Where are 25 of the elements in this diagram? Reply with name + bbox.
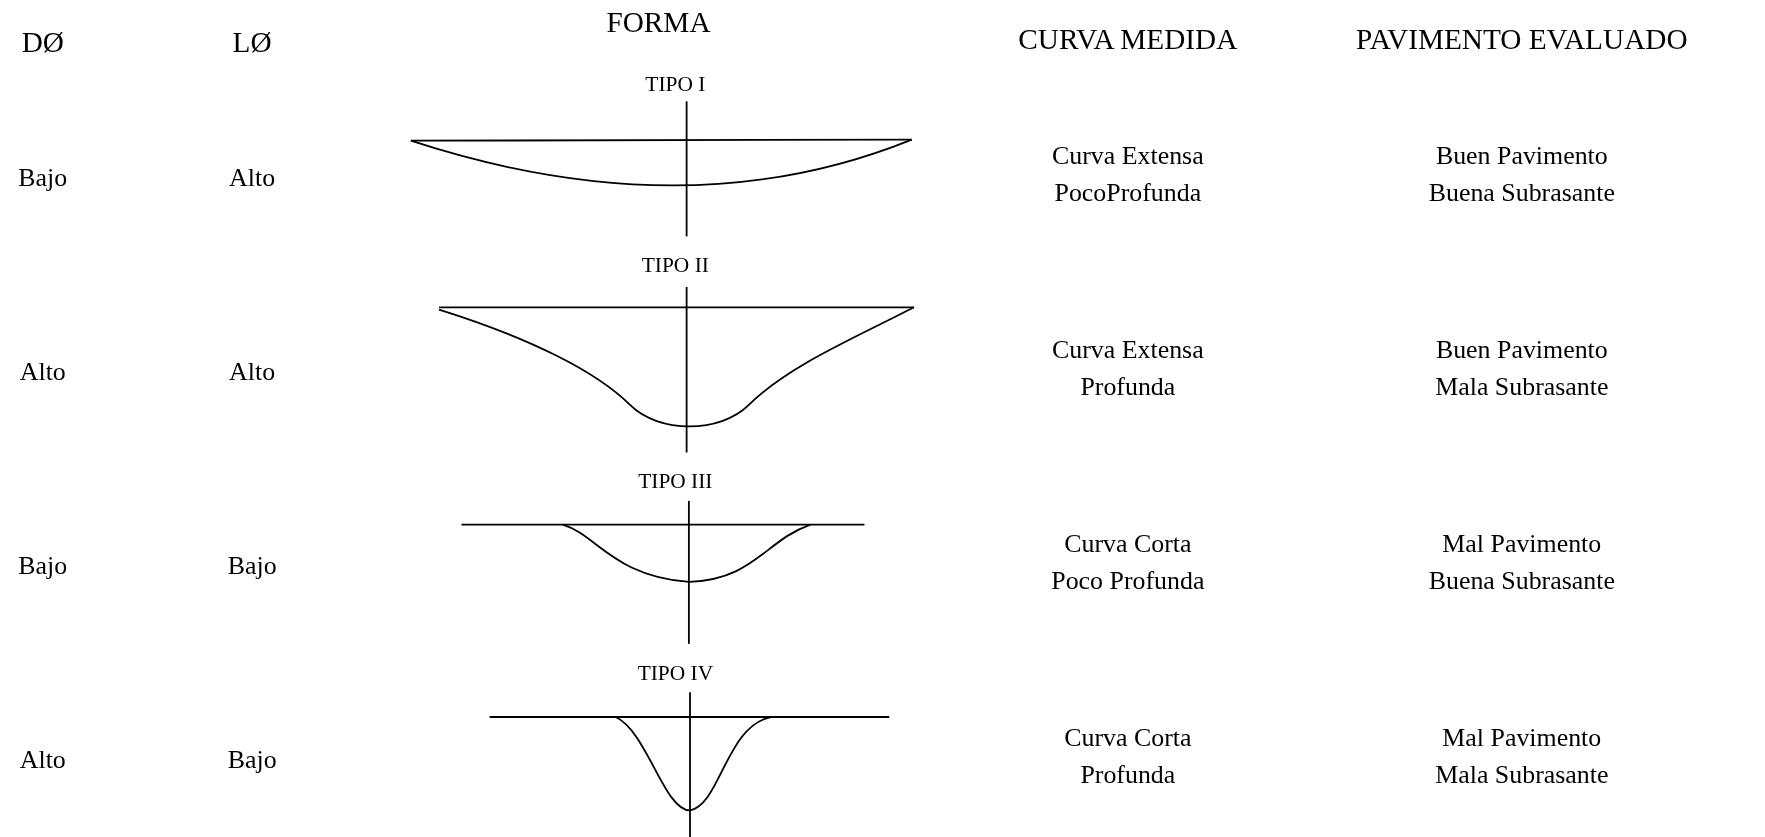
type-label: TIPO III: [638, 467, 713, 495]
table-cell-text: Bajo: [227, 550, 277, 583]
table-cell-text: Buen Pavimento Buena Subrasante: [1427, 140, 1616, 210]
table-cell-text: Alto: [229, 162, 276, 194]
column-header: DØ: [21, 25, 64, 61]
column-header: CURVA MEDIDA: [1018, 21, 1238, 58]
column-header: PAVIMENTO EVALUADO: [1356, 21, 1688, 58]
table-cell-text: Mal Pavimento Mala Subrasante: [1434, 722, 1610, 792]
type-label: TIPO I: [645, 71, 706, 98]
type-label: TIPO IV: [637, 660, 714, 687]
table-cell-text: Curva Extensa Profunda: [1051, 334, 1205, 403]
column-header: LØ: [232, 25, 272, 61]
table-cell-text: Alto: [229, 356, 276, 388]
table-cell-text: Alto: [19, 744, 66, 776]
table-cell-text: Alto: [19, 356, 66, 388]
table-cell-text: Bajo: [18, 162, 68, 194]
table-cell-text: Curva Corta Profunda: [1063, 722, 1193, 792]
table-cell-text: Bajo: [227, 744, 277, 776]
column-header: FORMA: [606, 4, 711, 41]
table-cell-text: Buen Pavimento Mala Subrasante: [1434, 334, 1610, 403]
table-cell-text: Curva Corta Poco Profunda: [1050, 528, 1206, 598]
table-cell-text: Bajo: [18, 550, 68, 583]
type-label: TIPO II: [641, 251, 709, 279]
table-cell-text: Curva Extensa PocoProfunda: [1051, 140, 1205, 210]
table-cell-text: Mal Pavimento Buena Subrasante: [1427, 528, 1616, 598]
